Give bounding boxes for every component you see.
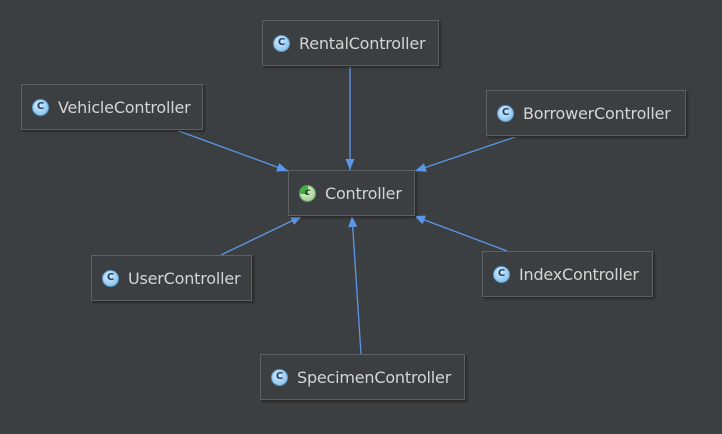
abstract-class-icon [299, 184, 316, 202]
class-icon [271, 368, 288, 386]
edge-line [414, 135, 519, 172]
class-icon [493, 265, 510, 283]
class-name-label: RentalController [299, 33, 426, 53]
class-icon [32, 98, 49, 116]
class-name-label: BorrowerController [523, 103, 671, 123]
edge-rental-to-controller [345, 66, 355, 170]
edge-user-to-controller [220, 215, 303, 256]
class-icon [102, 269, 119, 287]
edge-index-to-controller [413, 215, 508, 252]
edge-line [220, 215, 303, 256]
class-node-usercontroller[interactable]: UserController [91, 255, 252, 301]
edge-line [413, 215, 508, 252]
edge-line [351, 215, 362, 355]
class-node-vehiclecontroller[interactable]: VehicleController [21, 84, 203, 130]
arrowhead-icon [345, 159, 355, 170]
class-node-rentalcontroller[interactable]: RentalController [262, 20, 439, 66]
edge-borrower-to-controller [414, 135, 519, 172]
arrowhead-icon [276, 162, 288, 172]
class-name-label: VehicleController [58, 97, 191, 117]
arrowhead-icon [415, 163, 427, 172]
class-node-borrowercontroller[interactable]: BorrowerController [486, 90, 686, 136]
arrowhead-icon [414, 215, 426, 225]
edge-line [175, 129, 289, 172]
arrowhead-icon [290, 216, 302, 225]
class-node-specimencontroller[interactable]: SpecimenController [260, 354, 465, 400]
class-name-label: IndexController [519, 264, 639, 284]
class-node-controller[interactable]: Controller [288, 170, 415, 216]
edge-vehicle-to-controller [175, 129, 289, 172]
class-name-label: Controller [325, 183, 402, 203]
arrowhead-icon [348, 216, 358, 228]
class-name-label: SpecimenController [297, 367, 452, 387]
class-icon [273, 34, 290, 52]
class-icon [497, 104, 514, 122]
class-name-label: UserController [128, 268, 241, 288]
edge-specimen-to-controller [348, 215, 362, 355]
class-node-indexcontroller[interactable]: IndexController [482, 251, 653, 297]
